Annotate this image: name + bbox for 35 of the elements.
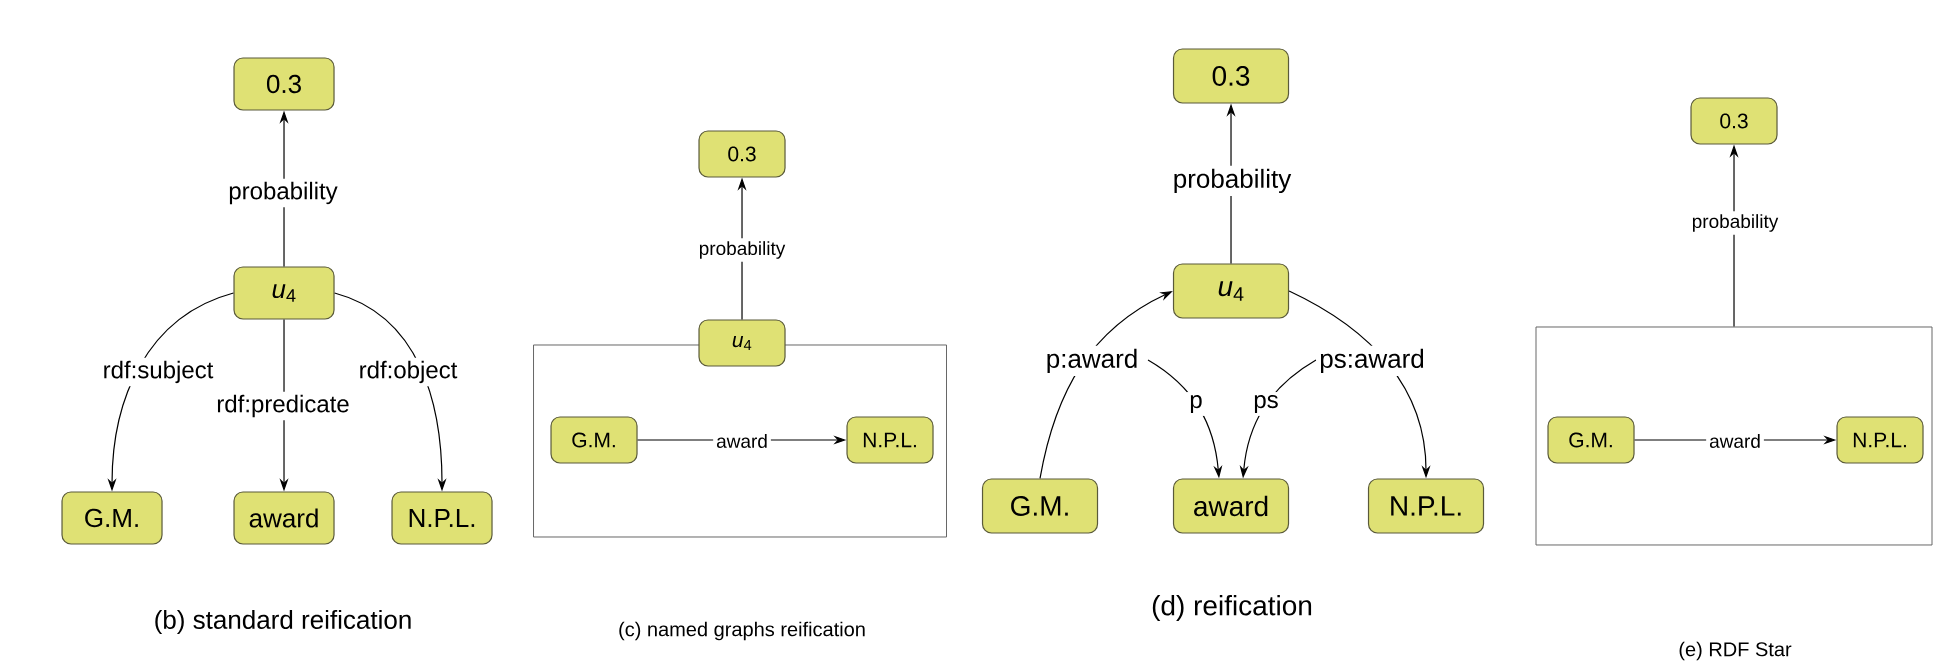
edge-label: rdf:predicate	[213, 391, 353, 421]
rounded-box: award	[1172, 478, 1290, 534]
edge-label: probability	[225, 178, 341, 208]
rounded-box: N.P.L.	[391, 491, 493, 545]
edge-label: ps	[1250, 392, 1282, 416]
rounded-box: N.P.L.	[1836, 416, 1924, 464]
caption: (d) reification	[1152, 594, 1312, 622]
rounded-box: N.P.L.	[846, 416, 934, 464]
rounded-box: u$_{4}$	[1172, 263, 1290, 319]
rounded-box: G.M.	[981, 478, 1099, 534]
rounded-box: u$_{4}$	[233, 266, 335, 320]
rounded-box: 0.3	[1690, 97, 1778, 145]
rounded-box: 0.3	[1172, 48, 1290, 104]
edge-label: probability	[1688, 211, 1782, 235]
edge-label: p:award	[1042, 345, 1142, 377]
caption: (e) RDF Star	[1679, 641, 1792, 661]
rounded-box: award	[233, 491, 335, 545]
edge-label: rdf:subject	[99, 357, 217, 387]
rounded-box: 0.3	[698, 130, 786, 178]
edge-label: award	[713, 431, 771, 451]
rounded-box: G.M.	[61, 491, 163, 545]
rounded-box: 0.3	[233, 57, 335, 111]
caption: (c) named graphs reification	[619, 621, 865, 641]
edge-label: probability	[1169, 165, 1295, 197]
rounded-box: u$_{4}$	[698, 319, 786, 367]
edge-label: probability	[695, 238, 789, 262]
frame-box	[1535, 326, 1933, 546]
edge-label: p	[1186, 392, 1206, 416]
rounded-box: G.M.	[550, 416, 638, 464]
edge-label: award	[1706, 431, 1764, 451]
rounded-box: N.P.L.	[1367, 478, 1485, 534]
edge-label: ps:award	[1316, 345, 1428, 377]
rounded-box: G.M.	[1547, 416, 1635, 464]
caption: (b) standard reification	[155, 609, 411, 635]
edge-label: rdf:object	[355, 357, 461, 387]
